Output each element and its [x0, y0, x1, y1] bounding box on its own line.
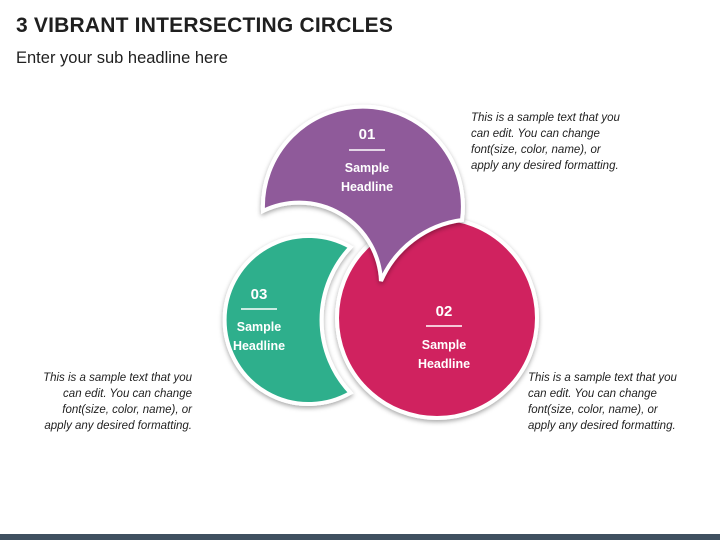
circle-02-headline-line2: Headline	[418, 357, 470, 371]
circle-01-headline-line2: Headline	[341, 180, 393, 194]
circle-01-number: 01	[359, 126, 376, 143]
note-01: This is a sample text that you can edit.…	[471, 112, 620, 172]
circle-01-shape	[260, 104, 465, 282]
circle-03: 03 Sample Headline	[222, 234, 354, 406]
circle-03-headline-line1: Sample	[237, 320, 282, 334]
circle-03-number: 03	[251, 286, 268, 303]
note-02: This is a sample text that you can edit.…	[528, 372, 677, 432]
circle-02: 02 Sample Headline	[335, 216, 539, 420]
slide-title: 3 VIBRANT INTERSECTING CIRCLES	[16, 14, 394, 37]
slide-subtitle: Enter your sub headline here	[16, 49, 228, 67]
bottom-bar	[0, 534, 720, 540]
note-03: This is a sample text that you can edit.…	[43, 372, 192, 432]
circle-02-headline-line1: Sample	[422, 338, 467, 352]
circle-03-headline-line2: Headline	[233, 339, 285, 353]
circle-01-headline-line1: Sample	[345, 161, 390, 175]
circle-02-number: 02	[436, 303, 453, 320]
circle-01: 01 Sample Headline	[260, 104, 465, 282]
circle-03-shape	[222, 234, 354, 406]
